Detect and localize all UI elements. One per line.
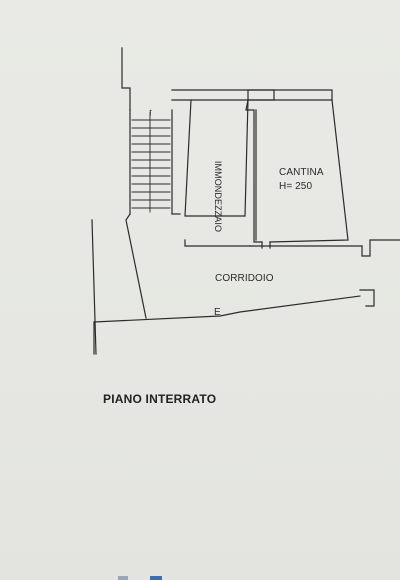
cantina-right-wall — [269, 99, 349, 243]
room-label-cantina: CANTINA — [279, 167, 324, 178]
wall-far-left — [91, 219, 97, 355]
bottom-marker-right — [150, 576, 162, 580]
door-jamb-left — [184, 239, 251, 247]
immondezzaio-walls — [184, 99, 249, 217]
corridor-left-wall — [125, 213, 147, 319]
wall-top — [171, 89, 333, 101]
corridor-right-stub — [361, 239, 400, 257]
plan-caption: PIANO INTERRATO — [103, 392, 217, 406]
wall-top-left — [121, 47, 131, 111]
room-label-immondezzaio: IMMONDEZZAIO — [213, 160, 224, 233]
bottom-marker-left — [118, 576, 128, 580]
wall-notch — [247, 89, 275, 101]
room-label-corridoio: CORRIDOIO — [215, 273, 274, 284]
divider-wall — [245, 99, 263, 243]
corridor-bottom-wall — [93, 295, 361, 323]
stair-treads — [131, 111, 171, 213]
entrance-marker: E — [214, 307, 221, 318]
room-height-cantina: H= 250 — [279, 181, 313, 192]
stair-arrow: ↑ — [148, 107, 153, 118]
